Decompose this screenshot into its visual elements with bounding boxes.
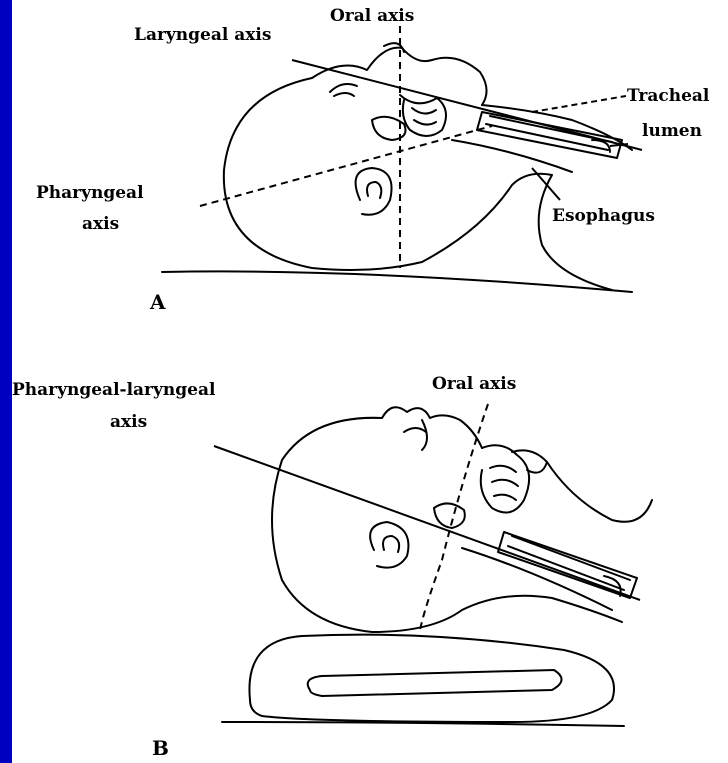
label-tracheal: Tracheal	[627, 88, 709, 106]
neck-front-b	[547, 462, 652, 522]
pillow-slot-b	[308, 670, 562, 696]
neck-back-b	[372, 596, 622, 632]
label-pharyngeal-laryngeal: Pharyngeal-laryngeal	[12, 382, 215, 400]
label-pharyngeal-laryngeal-axis-word: axis	[110, 414, 147, 432]
pillow-b	[249, 635, 614, 722]
label-lumen: lumen	[642, 123, 702, 141]
pharyngeal-laryngeal-axis-line	[214, 446, 640, 600]
label-esophagus: Esophagus	[552, 208, 655, 226]
label-pharyngeal: Pharyngeal	[36, 185, 144, 203]
figure-panel: Oral axis Laryngeal axis Tracheal lumen …	[12, 0, 728, 763]
label-oral-axis-b: Oral axis	[432, 376, 516, 394]
panel-letter-a: A	[150, 292, 166, 313]
panel-letter-b: B	[152, 738, 169, 759]
label-pharyngeal-axis-word: axis	[82, 216, 119, 234]
label-oral-axis-a: Oral axis	[330, 8, 414, 26]
head-outline-b	[272, 418, 382, 632]
label-laryngeal-axis: Laryngeal axis	[134, 27, 271, 45]
ear-b	[370, 522, 408, 568]
face-profile-b	[382, 407, 482, 448]
oral-cavity-b	[481, 445, 529, 512]
eye-b	[404, 428, 426, 432]
